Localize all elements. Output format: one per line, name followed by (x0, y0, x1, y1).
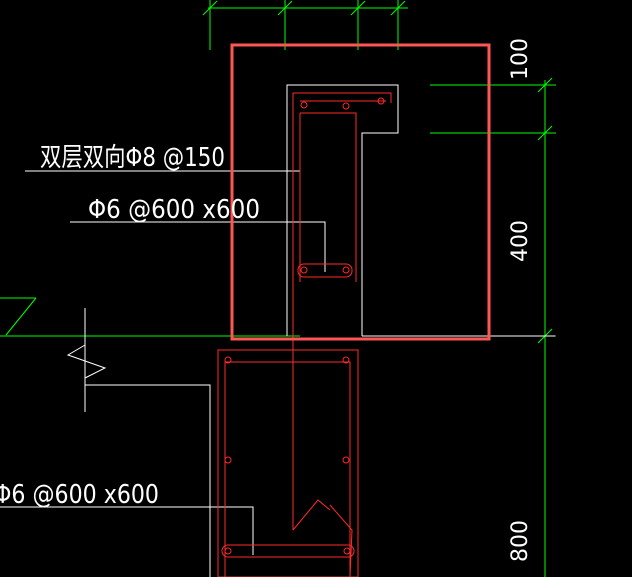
rebar-wall-outer (217, 349, 359, 577)
rebar-dot (342, 266, 350, 274)
concrete-outline (0, 84, 555, 577)
rebar-dot (224, 456, 232, 464)
dimension-400: 400 (508, 220, 533, 262)
label-double-layer-rebar: 双层双向Φ8 @150 (40, 143, 225, 173)
rebar-dot (224, 356, 232, 364)
dim-tick-1 (537, 77, 553, 93)
grid-tick-2 (277, 0, 293, 16)
hatch-icon (0, 297, 300, 337)
label-tie-upper: Φ6 @600 x600 (88, 195, 260, 225)
parapet-outline (286, 84, 399, 336)
rebar-anchor-right (329, 504, 353, 577)
grid-tick-4 (390, 0, 406, 16)
leader-tie-upper (70, 221, 326, 272)
rebar-parapet-inner (300, 112, 357, 282)
rebar-dot (224, 547, 232, 555)
rebar-wall-inner-left (224, 361, 351, 577)
rebar-group (217, 92, 392, 577)
rebar-anchor-left (292, 499, 331, 531)
grid-tick-3 (350, 0, 366, 16)
dim-tick-2 (537, 125, 553, 141)
dimension-800: 800 (508, 520, 533, 562)
rebar-tie-lower (221, 544, 355, 558)
rebar-dot (377, 97, 385, 105)
leader-tie-lower (0, 506, 254, 555)
label-tie-lower: Φ6 @600 x600 (0, 480, 159, 510)
zigzag-break-icon (66, 344, 107, 379)
grid-tick-1 (202, 0, 218, 16)
rebar-dot (300, 101, 308, 109)
dimension-100: 100 (508, 38, 533, 80)
wall-outline-left (85, 384, 211, 577)
rebar-dot (342, 456, 350, 464)
rebar-tie-upper (297, 263, 353, 278)
rebar-parapet-outer (292, 92, 392, 282)
rebar-dot (342, 102, 350, 110)
rebar-dot (342, 356, 350, 364)
rebar-dot (300, 266, 308, 274)
selection-highlight-box[interactable] (230, 43, 491, 341)
rebar-dot (343, 547, 351, 555)
